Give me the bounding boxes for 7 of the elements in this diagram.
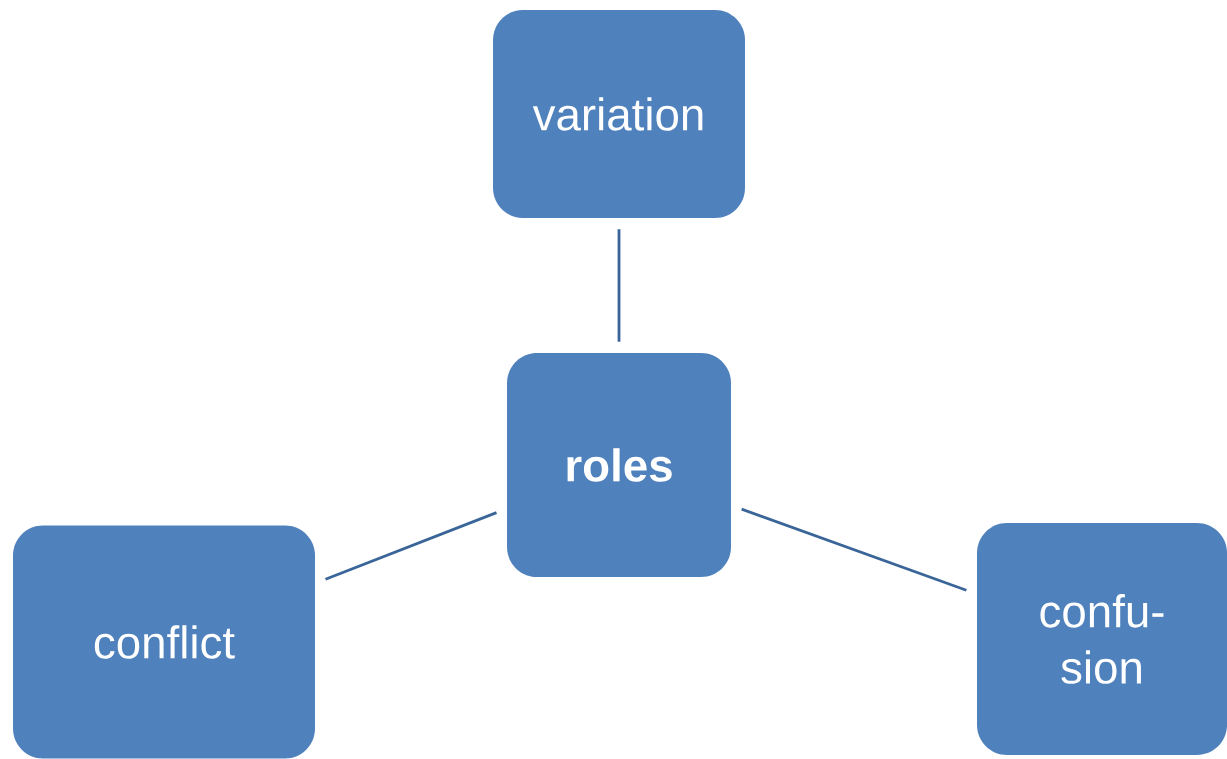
connector-line bbox=[617, 229, 621, 342]
process-box: conflict bbox=[13, 525, 315, 759]
process-box: confu- sion bbox=[977, 523, 1227, 755]
process-box: variation bbox=[493, 10, 745, 218]
process-box: roles bbox=[507, 353, 731, 577]
connector-line bbox=[741, 507, 967, 592]
connector-line bbox=[325, 511, 497, 581]
